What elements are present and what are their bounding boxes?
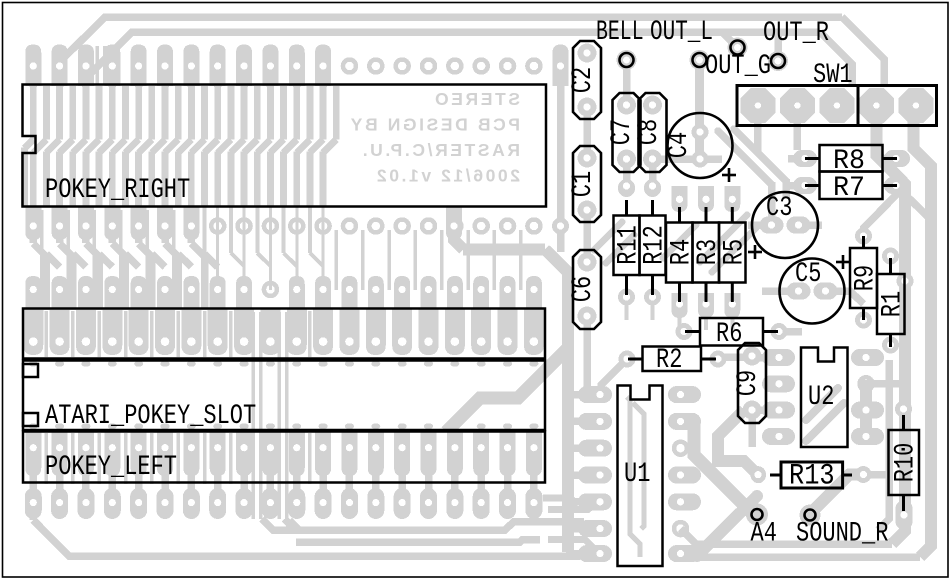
svg-text:RASTER/C.P.U.: RASTER/C.P.U. [360, 140, 520, 160]
svg-text:SOUND_R: SOUND_R [796, 519, 889, 550]
svg-text:POKEY_LEFT: POKEY_LEFT [45, 452, 177, 483]
svg-text:A4: A4 [751, 519, 777, 550]
svg-text:C5: C5 [795, 259, 821, 290]
svg-text:OUT_R: OUT_R [763, 18, 829, 49]
svg-text:C2: C2 [568, 67, 599, 93]
svg-text:R5: R5 [719, 239, 750, 265]
svg-text:C6: C6 [568, 276, 599, 302]
svg-text:C8: C8 [634, 119, 665, 145]
svg-text:C1: C1 [568, 171, 599, 197]
svg-text:R7: R7 [833, 173, 865, 204]
svg-text:ATARI_POKEY_SLOT: ATARI_POKEY_SLOT [45, 401, 256, 432]
svg-text:PCB DESIGN BY: PCB DESIGN BY [348, 115, 520, 135]
svg-text:SW1: SW1 [813, 60, 853, 91]
svg-text:C9: C9 [733, 370, 764, 396]
svg-text:C3: C3 [766, 193, 792, 224]
svg-text:R2: R2 [656, 345, 682, 376]
svg-text:POKEY_RIGHT: POKEY_RIGHT [45, 175, 190, 206]
svg-text:OUT_L: OUT_L [650, 17, 713, 48]
svg-text:R10: R10 [890, 443, 921, 483]
svg-text:U1: U1 [624, 459, 650, 490]
svg-text:OUT_G: OUT_G [705, 51, 771, 82]
svg-text:R6: R6 [716, 319, 742, 350]
svg-text:2006/12 v1.02: 2006/12 v1.02 [374, 166, 520, 186]
svg-text:C4: C4 [664, 132, 695, 158]
svg-text:STEREO: STEREO [432, 89, 520, 109]
svg-text:R1: R1 [877, 291, 908, 317]
svg-text:BELL: BELL [596, 17, 644, 48]
svg-text:R13: R13 [789, 460, 835, 494]
svg-text:U2: U2 [808, 382, 834, 413]
